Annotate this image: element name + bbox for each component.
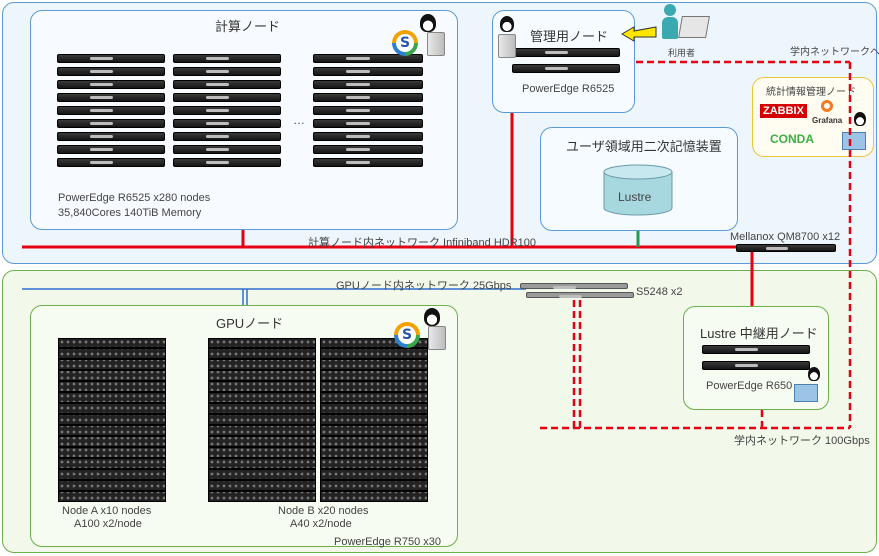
compute-node-spec: 35,840Cores 140TiB Memory xyxy=(58,207,202,219)
mellanox-switch xyxy=(736,244,836,252)
vm-icon xyxy=(842,132,866,150)
compute-server xyxy=(57,54,165,63)
node-a-count: Node A x10 nodes xyxy=(62,505,152,517)
storage-title: ユーザ領域用二次記憶装置 xyxy=(566,139,722,154)
management-server-1 xyxy=(512,48,620,57)
campus-network-label: 学内ネットワーク 100Gbps xyxy=(734,435,870,447)
management-node-title: 管理用ノード xyxy=(530,29,609,44)
compute-server xyxy=(57,119,165,128)
compute-server xyxy=(57,106,165,115)
management-tower-icon xyxy=(498,34,516,58)
lustre-relay-server-1 xyxy=(702,345,810,354)
compute-server xyxy=(57,132,165,141)
compute-server xyxy=(57,158,165,167)
compute-server xyxy=(173,93,281,102)
lustre-label: Lustre xyxy=(618,190,652,204)
management-node-box xyxy=(492,10,635,113)
compute-server xyxy=(57,67,165,76)
compute-server xyxy=(173,132,281,141)
compute-server xyxy=(313,106,423,115)
campus-network-to-label: 学内ネットワークへ xyxy=(790,47,879,58)
relay-penguin-icon xyxy=(808,367,820,381)
node-b-gpu: A40 x2/node xyxy=(290,518,352,530)
ethernet-switch-label: S5248 x2 xyxy=(636,286,683,298)
compute-server xyxy=(313,93,423,102)
user-icon xyxy=(660,4,680,40)
user-label: 利用者 xyxy=(668,48,696,58)
compute-server xyxy=(173,158,281,167)
gpu-node-b-rack-1 xyxy=(208,338,316,502)
compute-server xyxy=(313,132,423,141)
compute-server xyxy=(173,67,281,76)
gpu-penguin-icon xyxy=(424,308,440,326)
gpu-node-title: GPUノード xyxy=(216,316,284,331)
compute-node-model: PowerEdge R6525 x280 nodes xyxy=(58,192,211,204)
gpu-node-b-rack-2 xyxy=(320,338,428,502)
laptop-icon xyxy=(678,16,710,38)
compute-server xyxy=(173,80,281,89)
stats-penguin-icon xyxy=(854,112,866,126)
compute-node-ellipsis: … xyxy=(293,113,305,127)
management-penguin-icon xyxy=(500,16,514,32)
gpu-node-a-rack xyxy=(58,338,166,502)
compute-server xyxy=(313,80,423,89)
infiniband-network-label: 計算ノード内ネットワーク Infiniband HDR100 xyxy=(308,237,537,249)
compute-server xyxy=(173,54,281,63)
lustre-relay-server-2 xyxy=(702,361,810,370)
gpu-network-label: GPUノード内ネットワーク 25Gbps xyxy=(336,280,512,292)
compute-server xyxy=(313,145,423,154)
mellanox-switch-label: Mellanox QM8700 x12 xyxy=(730,231,841,243)
grafana-logo: Grafana xyxy=(812,116,843,125)
server-tower-icon xyxy=(427,32,445,56)
stats-node-title: 統計情報管理ノード xyxy=(766,87,856,98)
zabbix-logo: ZABBIX xyxy=(760,104,807,118)
lustre-relay-title: Lustre 中継用ノード xyxy=(700,326,818,341)
compute-server xyxy=(57,145,165,154)
ethernet-switch-2 xyxy=(526,292,634,298)
management-server-2 xyxy=(512,64,620,73)
compute-server xyxy=(313,119,423,128)
conda-logo: CONDA xyxy=(770,132,814,146)
linux-penguin-icon xyxy=(420,14,436,32)
grafana-icon xyxy=(821,100,833,112)
lustre-relay-model: PowerEdge R650 xyxy=(706,380,793,392)
relay-vm-icon xyxy=(794,384,818,402)
compute-server xyxy=(173,106,281,115)
compute-node-title: 計算ノード xyxy=(215,19,281,34)
node-b-count: Node B x20 nodes xyxy=(278,505,369,517)
compute-server xyxy=(57,80,165,89)
compute-server xyxy=(313,67,423,76)
gpu-scheduler-logo-icon: S xyxy=(394,322,420,348)
compute-server xyxy=(313,54,423,63)
ethernet-switch-1 xyxy=(520,283,628,289)
compute-server xyxy=(173,145,281,154)
gpu-tower-icon xyxy=(428,326,446,350)
compute-server xyxy=(173,119,281,128)
node-a-gpu: A100 x2/node xyxy=(74,518,142,530)
management-node-model: PowerEdge R6525 xyxy=(522,83,615,95)
compute-server xyxy=(57,93,165,102)
gpu-node-model: PowerEdge R750 x30 xyxy=(334,536,442,548)
compute-server xyxy=(313,158,423,167)
scheduler-logo-icon: S xyxy=(392,30,418,56)
